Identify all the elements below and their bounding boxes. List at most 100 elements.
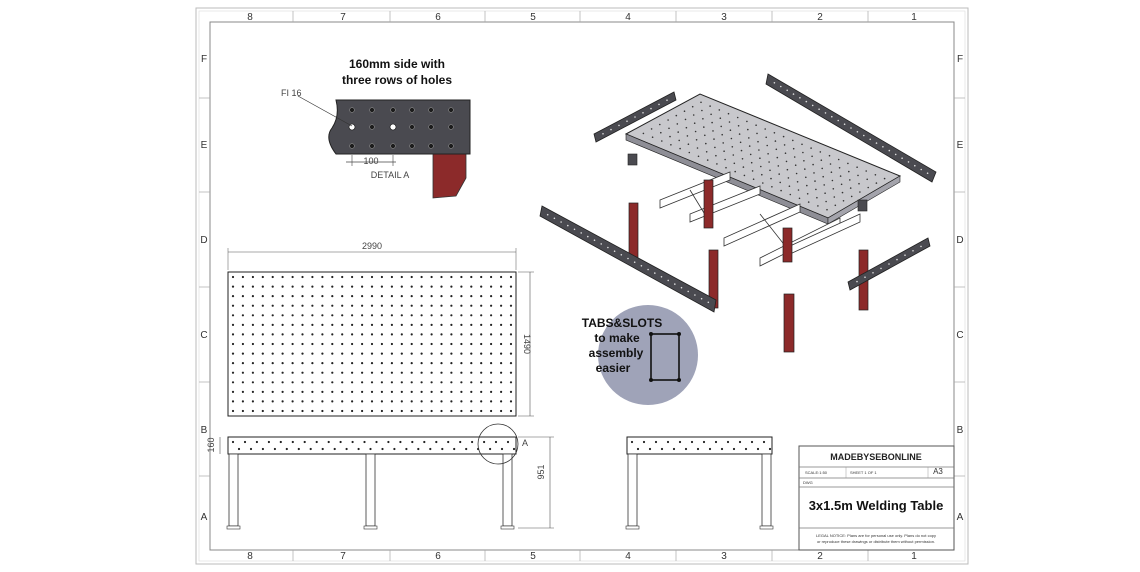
tabletop-hole (251, 352, 254, 355)
iso-tabletop-hole (715, 154, 717, 157)
iso-tabletop-hole (719, 117, 722, 119)
iso-tabletop-hole (783, 144, 786, 146)
tabletop-hole (390, 314, 393, 317)
tabletop-hole-pattern (231, 275, 513, 413)
side-panel-hole (648, 447, 652, 451)
hole-leader (297, 95, 353, 127)
tabletop-hole (361, 409, 364, 413)
tabletop-hole (370, 352, 374, 355)
side-panel-hole (630, 440, 634, 444)
iso-rail-hole (799, 97, 801, 99)
side-panel-hole (708, 447, 712, 451)
iso-rail-hole (904, 254, 906, 256)
tabletop-hole (470, 275, 473, 279)
row-label: E (201, 140, 208, 151)
iso-tabletop-hole (774, 140, 777, 142)
iso-tabletop-hole (817, 205, 819, 207)
tabletop-hole (321, 275, 324, 279)
tabletop-hole (370, 390, 374, 393)
iso-tabletop-hole (748, 145, 751, 147)
tabletop-hole (321, 390, 324, 393)
tabletop-hole (380, 352, 383, 355)
tabletop-hole (271, 333, 274, 336)
tabletop-hole (321, 352, 324, 355)
tabletop-hole (341, 285, 344, 288)
iso-rail-hole (914, 164, 916, 167)
tabletop-hole (410, 314, 413, 317)
iso-tabletop-hole (752, 178, 755, 180)
tabletop-hole (430, 352, 433, 355)
tabletop-hole (450, 295, 453, 298)
iso-tabletop-hole (803, 160, 805, 162)
tabletop-hole (420, 400, 423, 403)
tabletop-hole (291, 342, 294, 346)
iso-rail-hole (786, 89, 788, 92)
tabletop-hole (241, 275, 244, 279)
iso-rail-hole (792, 93, 795, 95)
tabletop-hole (321, 295, 324, 298)
iso-tabletop-hole (642, 132, 645, 135)
callout-line: assembly (589, 346, 644, 360)
front-panel-hole (309, 447, 312, 451)
tabletop-hole (361, 400, 364, 403)
iso-tabletop-hole (732, 154, 735, 156)
iso-tabletop-hole (700, 101, 702, 104)
legal-notice-line1: LEGAL NOTICE: Plans are for personal use… (816, 533, 936, 538)
tabletop-hole (480, 333, 483, 336)
tabletop-hole (241, 409, 244, 413)
side-panel-hole (726, 440, 730, 444)
tabletop-hole (251, 342, 254, 346)
tabletop-hole (261, 409, 264, 413)
iso-tabletop-hole (741, 158, 744, 160)
tabletop-hole (311, 275, 314, 279)
tabletop-hole (460, 304, 463, 307)
iso-tabletop-hole (778, 173, 780, 175)
tabletop-hole (331, 295, 334, 298)
detail-marker: A (522, 438, 528, 448)
detail-hole (428, 143, 434, 149)
detail-hole (409, 143, 415, 149)
tabletop-hole (231, 362, 235, 365)
tabletop-hole (281, 381, 284, 384)
front-panel-hole (357, 447, 360, 451)
tabletop-hole (281, 333, 284, 336)
front-panel-hole (489, 447, 492, 451)
tabletop-hole (480, 352, 483, 355)
tabletop-hole (500, 285, 503, 288)
tabletop-hole (450, 409, 453, 413)
iso-leg (628, 202, 639, 262)
iso-tabletop-hole (793, 156, 796, 158)
tabletop-hole (301, 295, 304, 298)
front-panel-hole (375, 440, 378, 444)
tabletop-hole (380, 342, 383, 346)
detail-hole (369, 143, 375, 149)
tabletop-hole (341, 409, 344, 413)
iso-rail-hole (634, 116, 636, 118)
iso-tabletop-hole (751, 170, 754, 172)
iso-tabletop-hole (714, 146, 716, 149)
tabletop-hole (331, 304, 334, 307)
tabletop-hole (281, 390, 284, 393)
tabletop-hole (430, 275, 433, 279)
tabletop-hole (400, 275, 403, 279)
iso-tabletop-hole (737, 125, 740, 127)
iso-tabletop-hole (704, 134, 706, 137)
iso-tabletop-hole (748, 137, 750, 139)
tabletop-hole (370, 323, 374, 326)
tabletop-hole (460, 342, 463, 346)
tabletop-hole (440, 304, 443, 307)
side-panel-hole (714, 440, 718, 444)
tabletop-hole (480, 362, 483, 365)
front-panel-hole (339, 440, 342, 444)
tabletop-hole (351, 295, 354, 298)
front-panel-hole (273, 447, 276, 451)
iso-rail-hole (602, 133, 604, 135)
tabletop-hole (331, 362, 334, 365)
tabletop-hole (271, 275, 274, 279)
iso-rail-hole (888, 263, 890, 265)
iso-rail-hole (687, 290, 689, 293)
front-panel-hole (255, 440, 258, 444)
col-label: 8 (247, 12, 253, 23)
tabletop-hole (420, 362, 423, 365)
iso-rail-hole (920, 168, 922, 171)
